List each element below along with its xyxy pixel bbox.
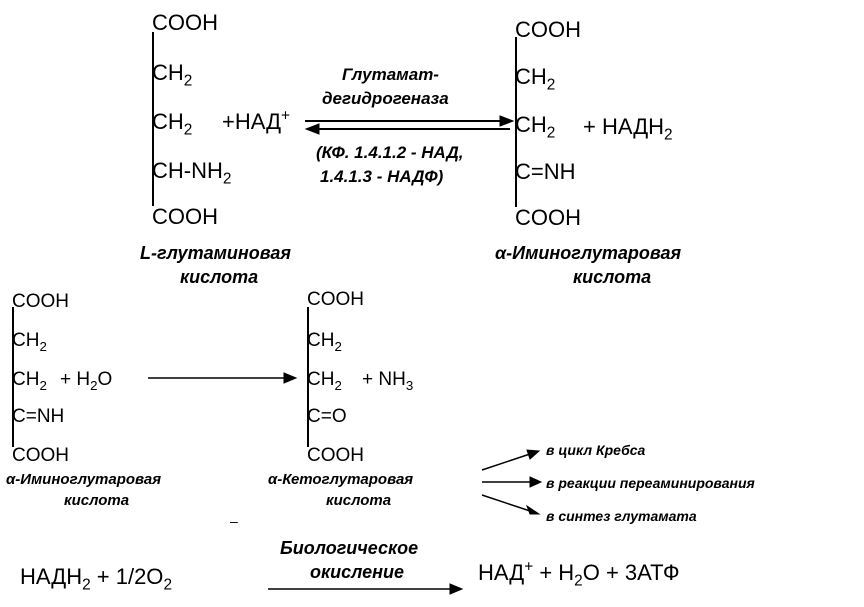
formula-c-nh: C=NH (12, 406, 65, 427)
enzyme-label: дегидрогеназа (322, 89, 449, 108)
formula-ch2: CH2 (307, 369, 342, 393)
formula-cooh: COOH (152, 204, 218, 229)
fate-arrows (481, 449, 543, 515)
compound-name: L-глутаминовая (140, 243, 292, 263)
compound-name: α-Кетоглутаровая (268, 471, 414, 488)
bond-line (307, 307, 309, 447)
formula-cooh: COOH (12, 291, 69, 312)
compound-name: α-Иминоглутаровая (6, 471, 162, 488)
formula-ch2: CH2 (152, 109, 193, 139)
process-label: окисление (310, 562, 404, 582)
plus-nadh2: + НАДН2 (583, 114, 673, 144)
formula-plus-nh3: + NH3 (362, 369, 414, 393)
formula-ch2: CH2 (515, 64, 556, 94)
plus-nad: +НАД+ (222, 107, 291, 134)
compound-name: кислота (180, 267, 259, 287)
compound-name: кислота (326, 492, 392, 509)
compound-name: α-Иминоглутаровая (495, 243, 682, 263)
formula-ch2: CH2 (307, 330, 342, 354)
reaction-arrow (148, 372, 298, 384)
formula-cooh: COOH (515, 17, 581, 42)
formula-ch-nh2: CH-NH2 (152, 158, 232, 188)
bond-line (12, 307, 14, 447)
process-label: Биологическое (280, 538, 419, 558)
compound-name: кислота (573, 267, 652, 287)
compound-name: кислота (64, 492, 130, 509)
fate-transamination: в реакции переаминирования (546, 475, 755, 491)
formula-c-o: C=O (307, 406, 347, 427)
formula-nad-h2o-atp: НАД+ + H2O + 3АТФ (478, 558, 680, 590)
ec-number-label: 1.4.1.3 - НАДФ) (320, 167, 444, 186)
formula-cooh: COOH (307, 445, 364, 466)
formula-cooh: COOH (515, 205, 581, 230)
formula-cooh: COOH (152, 10, 218, 35)
reversible-arrow (304, 115, 515, 135)
formula-cooh: COOH (12, 445, 69, 466)
dash-mark: – (230, 513, 238, 529)
bond-line (152, 32, 154, 206)
formula-ch2: CH2 (152, 60, 193, 90)
bond-line (515, 37, 517, 207)
oxidation-arrow (268, 583, 464, 595)
formula-plus-h2o: + H2O (60, 369, 113, 393)
formula-cooh: COOH (307, 289, 364, 310)
ec-number-label: (КФ. 1.4.1.2 - НАД, (316, 143, 464, 162)
formula-nadh2-o2: НАДН2 + 1/2O2 (20, 564, 172, 594)
enzyme-label: Глутамат- (342, 65, 439, 84)
fate-krebs-cycle: в цикл Кребса (546, 442, 646, 458)
formula-c-nh: C=NH (515, 159, 576, 184)
formula-ch2: CH2 (515, 112, 556, 142)
formula-ch2: CH2 (12, 369, 47, 393)
fate-glutamate-synthesis: в синтез глутамата (546, 508, 697, 524)
formula-ch2: CH2 (12, 330, 47, 354)
